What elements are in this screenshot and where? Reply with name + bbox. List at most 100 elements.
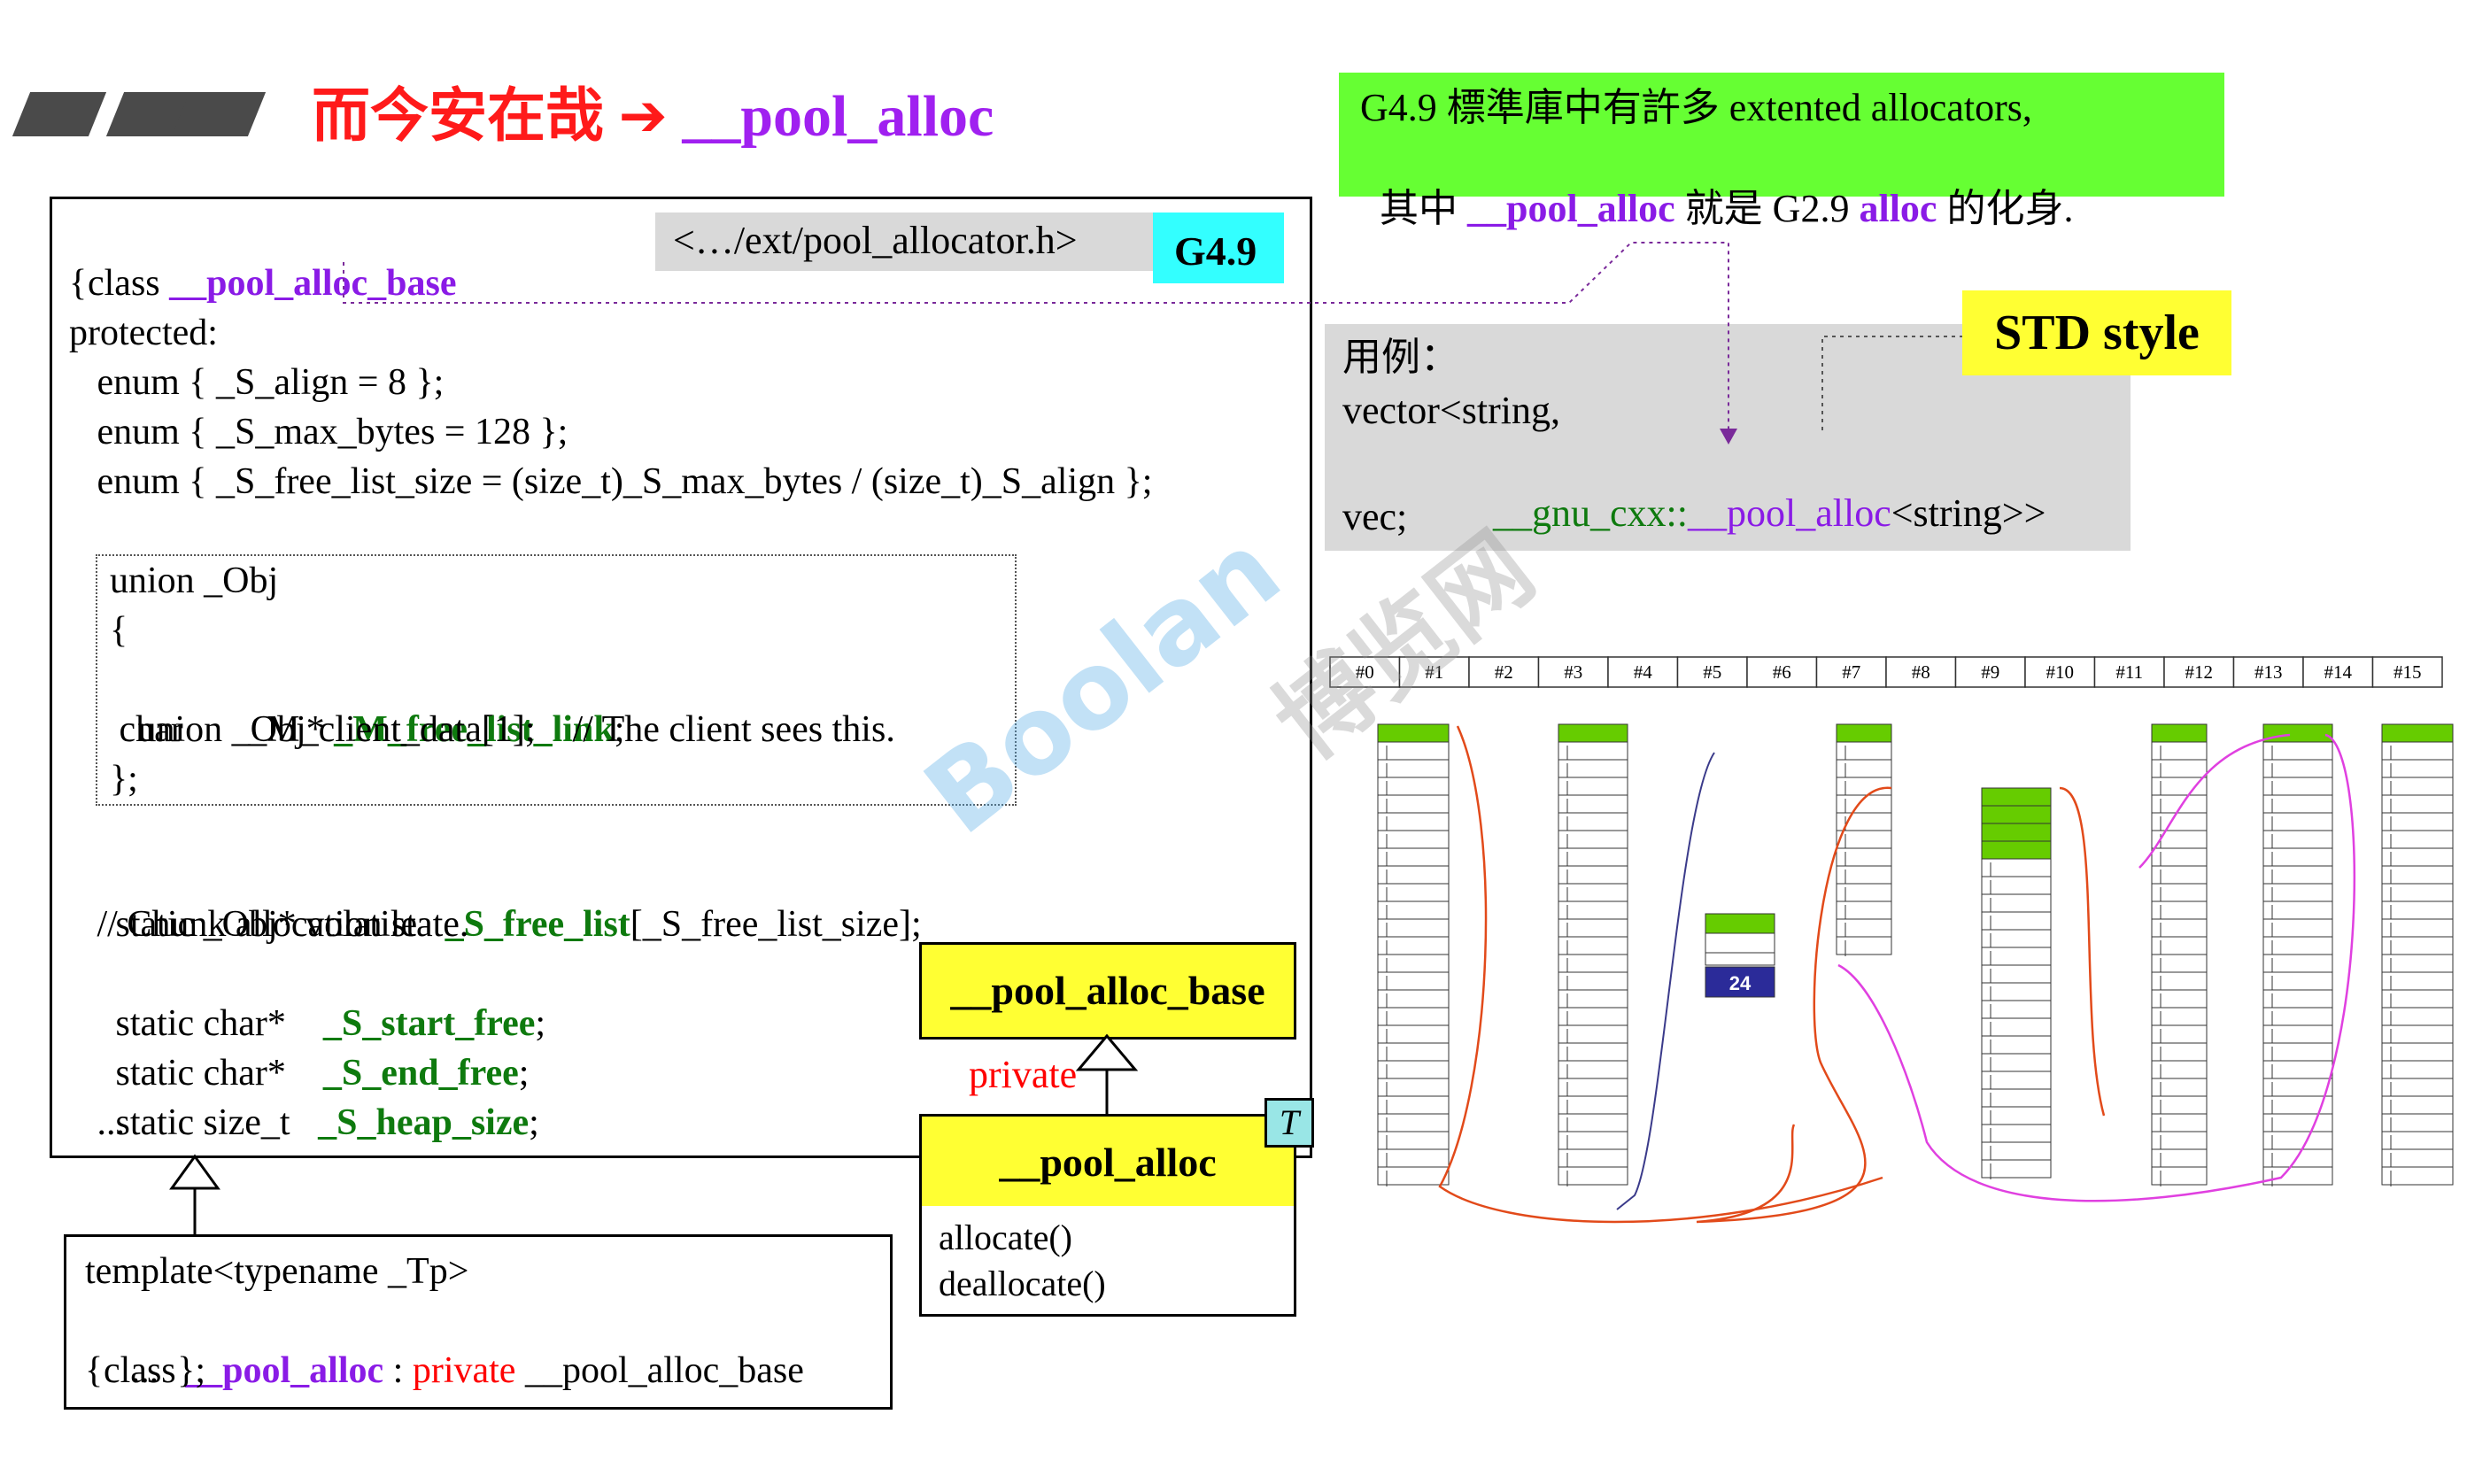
memory-block-column xyxy=(1981,787,2052,1179)
free-list-slot: #3 xyxy=(1537,656,1609,688)
free-list-slot: #8 xyxy=(1885,656,1957,688)
title-name: __pool_alloc xyxy=(682,84,994,149)
free-list-slot-label: #8 xyxy=(1912,661,1930,683)
free-list-slot: #11 xyxy=(2093,656,2165,688)
version-tag xyxy=(1153,213,1284,283)
free-list-slot: #7 xyxy=(1815,656,1887,688)
heap-size-name: _S_heap_size xyxy=(318,1102,530,1143)
template-line-2: class __pool_alloc : private __pool_allo… xyxy=(85,1296,804,1395)
union-link-type: union _Obj* xyxy=(128,709,335,750)
start-free-name: _S_start_free xyxy=(322,1003,536,1044)
free-list-slot-label: #6 xyxy=(1773,661,1791,683)
free-list-diagram: #0#1#2#3#4#5#6#7#8#9#10#11#12#13#14#15 2… xyxy=(1329,656,2454,1224)
class-name-derived: __pool_alloc xyxy=(185,1350,384,1391)
free-list-slot-label: #7 xyxy=(1842,661,1860,683)
code-line-3: protected: xyxy=(69,313,218,353)
memory-block-column xyxy=(1836,723,1892,956)
union-line-4: char _M_client_data[1]; // The client se… xyxy=(110,709,895,750)
memory-block-column xyxy=(2262,723,2333,1186)
static-line-1: static _Obj* volatile _S_free_list[_S_fr… xyxy=(69,850,922,949)
uml-base-class: __pool_alloc_base xyxy=(919,942,1296,1040)
green-note-line-2: 其中 __pool_alloc 就是 G2.9 alloc 的化身. xyxy=(1360,135,2073,234)
static-line-2: // Chunk allocation state. xyxy=(69,904,469,945)
memory-block-column xyxy=(2381,723,2454,1186)
free-list-slot: #4 xyxy=(1607,656,1679,688)
semicolon: ; xyxy=(535,1003,546,1044)
code-line-1: class __pool_alloc_base xyxy=(69,209,457,308)
uml-generalization-arrow xyxy=(1075,1033,1139,1116)
green-note-box xyxy=(1339,73,2224,197)
code-line-2: { xyxy=(69,263,88,304)
free-list-link-name: _M_free_list_link xyxy=(334,709,615,750)
free-list-slot: #0 xyxy=(1329,656,1401,688)
note-pool-alloc: __pool_alloc xyxy=(1467,187,1675,230)
header-file-label: <…/ext/pool_allocator.h> xyxy=(673,219,1078,262)
template-line-1: template<typename _Tp> xyxy=(85,1251,469,1292)
uml-template-param: T xyxy=(1264,1098,1314,1148)
code-line-6: enum { _S_free_list_size = (size_t)_S_ma… xyxy=(69,461,1153,502)
free-list-slot-label: #1 xyxy=(1425,661,1443,683)
free-list-slot: #14 xyxy=(2302,656,2374,688)
green-note-line-1: G4.9 標準庫中有許多 extented allocators, xyxy=(1360,86,2032,129)
usage-pool-alloc: __pool_alloc xyxy=(1687,491,1891,535)
static-line-3: static char* _S_start_free; xyxy=(69,949,546,1048)
free-list-suffix: [_S_free_list_size]; xyxy=(630,904,922,945)
union-line-2: { xyxy=(110,610,128,651)
memory-block-column xyxy=(2151,723,2208,1186)
free-list-name: _S_free_list xyxy=(445,904,630,945)
uml-derived-class: __pool_alloc xyxy=(919,1114,1296,1211)
code-line-5: enum { _S_max_bytes = 128 }; xyxy=(69,412,568,452)
note-suffix: 的化身. xyxy=(1937,187,2074,230)
static-type: static char* xyxy=(88,1003,323,1044)
free-list-slot-label: #14 xyxy=(2324,661,2353,683)
usage-line-3: __gnu_cxx::__pool_alloc<string>> xyxy=(1473,439,2046,538)
code-line-4: enum { _S_align = 8 }; xyxy=(69,362,445,403)
base-name: __pool_alloc_base xyxy=(515,1350,804,1391)
free-list-slot-label: #11 xyxy=(2115,661,2143,683)
free-list-slot: #5 xyxy=(1676,656,1748,688)
free-list-slot-label: #0 xyxy=(1356,661,1374,683)
version-label: G4.9 xyxy=(1174,228,1257,274)
free-list-slot-label: #4 xyxy=(1634,661,1653,683)
semicolon: ; xyxy=(518,1053,530,1094)
union-line-3: union _Obj* _M_free_list_link; xyxy=(110,655,625,754)
class-name-base: __pool_alloc_base xyxy=(169,263,457,304)
free-list-slot: #13 xyxy=(2232,656,2304,688)
linkage-curves xyxy=(1438,725,2356,1224)
template-param-label: T xyxy=(1279,1102,1300,1142)
kw-class: class xyxy=(104,1350,186,1391)
uml-base-label: __pool_alloc_base xyxy=(950,968,1265,1013)
union-line-1: union _Obj xyxy=(110,560,279,601)
note-alloc: alloc xyxy=(1859,187,1937,230)
chunk-size-label: 24 xyxy=(1729,972,1752,994)
union-line-5: }; xyxy=(110,759,138,800)
free-list-slot-label: #10 xyxy=(2046,661,2075,683)
uml-methods-box xyxy=(919,1206,1296,1317)
free-list-slot-label: #15 xyxy=(2394,661,2422,683)
kw-class: class xyxy=(88,263,170,304)
static-line-6: ... xyxy=(69,1102,126,1143)
free-list-slot: #9 xyxy=(1954,656,2026,688)
free-list-slot: #15 xyxy=(2371,656,2443,688)
semicolon: ; xyxy=(614,709,625,750)
static-type: static char* xyxy=(88,1053,323,1094)
static-line-5: static size_t _S_heap_size; xyxy=(69,1048,539,1148)
note-mid: 就是 G2.9 xyxy=(1674,187,1860,230)
uml-method-deallocate: deallocate() xyxy=(939,1264,1106,1303)
usage-type-arg: <string>> xyxy=(1891,491,2046,535)
usage-line-2: vector<string, xyxy=(1342,389,1560,432)
uml-relation-label: private xyxy=(969,1053,1078,1096)
usage-namespace: __gnu_cxx:: xyxy=(1493,491,1688,535)
std-style-tag: STD style xyxy=(1962,290,2231,375)
free-list-slot: #10 xyxy=(2024,656,2096,688)
static-type: static size_t xyxy=(88,1102,319,1143)
uml-method-allocate: allocate() xyxy=(939,1217,1072,1257)
free-list-slot-label: #9 xyxy=(1981,661,1999,683)
private-keyword: private xyxy=(412,1350,516,1391)
static-line-4: static char* _S_end_free; xyxy=(69,999,530,1098)
memory-block-column xyxy=(1558,723,1628,1186)
usage-line-1: 用例： xyxy=(1342,335,1459,380)
usage-line-4: vec; xyxy=(1342,495,1408,538)
memory-blocks xyxy=(1377,723,2454,1186)
header-file-tag xyxy=(655,213,1153,271)
